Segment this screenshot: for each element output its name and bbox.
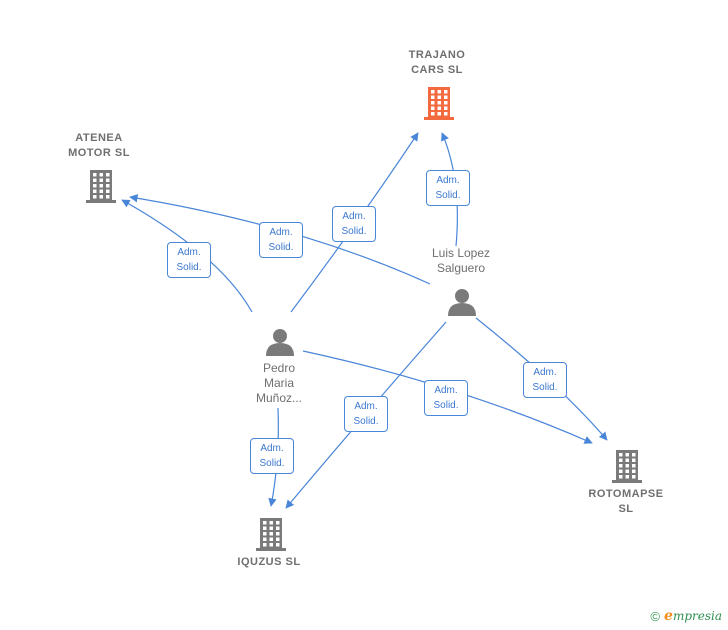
edge-badge-luis-rotomapse[interactable]: Adm. Solid.: [523, 362, 567, 398]
edge-badge-pedro-trajano[interactable]: Adm. Solid.: [332, 206, 376, 242]
copyright-icon: ©: [650, 608, 661, 624]
company-label-rotomapse[interactable]: ROTOMAPSE SL: [588, 488, 664, 515]
person-label-pedro[interactable]: Pedro Maria Muñoz...: [255, 361, 303, 405]
building-icon-trajano[interactable]: [424, 87, 454, 120]
company-label-trajano[interactable]: TRAJANO CARS SL: [408, 49, 466, 76]
person-icon-pedro[interactable]: [266, 329, 294, 356]
building-icon-iquzus[interactable]: [256, 518, 286, 551]
edge-badge-luis-iquzus[interactable]: Adm. Solid.: [344, 396, 388, 432]
brand-logo: empresia: [664, 608, 722, 624]
building-icon-rotomapse[interactable]: [612, 450, 642, 483]
person-label-luis[interactable]: Luis Lopez Salguero: [431, 246, 491, 275]
edge-badge-pedro-atenea[interactable]: Adm. Solid.: [167, 242, 211, 278]
person-icon-luis[interactable]: [448, 289, 476, 316]
edge-badge-pedro-rotomapse[interactable]: Adm. Solid.: [424, 380, 468, 416]
footer-brand: © empresia: [650, 608, 722, 624]
edge-badge-luis-trajano[interactable]: Adm. Solid.: [426, 170, 470, 206]
company-label-atenea[interactable]: ATENEA MOTOR SL: [68, 132, 130, 159]
building-icon-atenea[interactable]: [86, 170, 116, 203]
edge-badge-pedro-iquzus[interactable]: Adm. Solid.: [250, 438, 294, 474]
edge-badge-luis-atenea[interactable]: Adm. Solid.: [259, 222, 303, 258]
company-label-iquzus[interactable]: IQUZUS SL: [237, 556, 301, 568]
